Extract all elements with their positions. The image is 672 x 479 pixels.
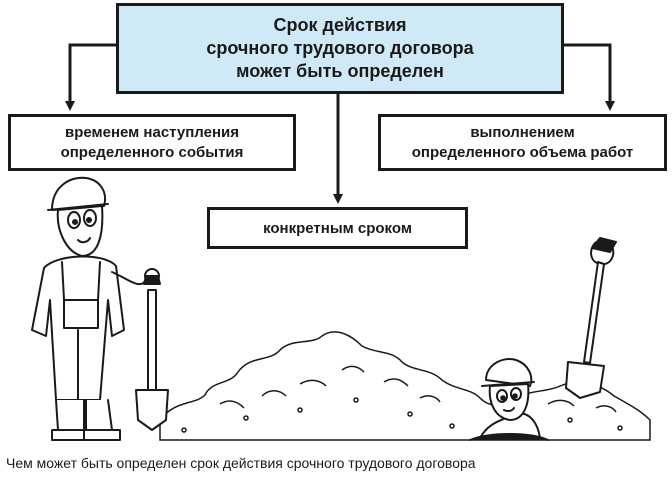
root-line-1: Срок действия bbox=[273, 15, 407, 35]
branch-right-line-1: выполнением bbox=[470, 123, 575, 141]
connectors bbox=[65, 43, 615, 204]
trench-worker bbox=[469, 358, 549, 441]
root-node-box: Срок действия срочного трудового договор… bbox=[116, 3, 564, 94]
branch-right-box: выполнением определенного объема работ bbox=[378, 114, 667, 171]
standing-worker bbox=[31, 176, 147, 441]
connector-left bbox=[65, 43, 116, 111]
branch-left-line-1: временем наступления bbox=[64, 123, 239, 141]
branch-center-line-1: конкретным сроком bbox=[263, 219, 412, 237]
branch-left-line-2: определенного события bbox=[60, 143, 244, 161]
branch-right-line-2: определенного объема работ bbox=[411, 143, 634, 161]
root-line-3: может быть определен bbox=[236, 61, 444, 81]
branch-left-box: временем наступления определенного событ… bbox=[8, 114, 296, 171]
figure-caption: Чем может быть определен срок действия с… bbox=[6, 455, 476, 471]
shovel-right bbox=[565, 237, 617, 399]
shovel-left bbox=[135, 268, 169, 431]
root-line-2: срочного трудового договора bbox=[206, 38, 474, 58]
connector-right bbox=[564, 43, 615, 111]
branch-center-box: конкретным сроком bbox=[207, 207, 468, 249]
